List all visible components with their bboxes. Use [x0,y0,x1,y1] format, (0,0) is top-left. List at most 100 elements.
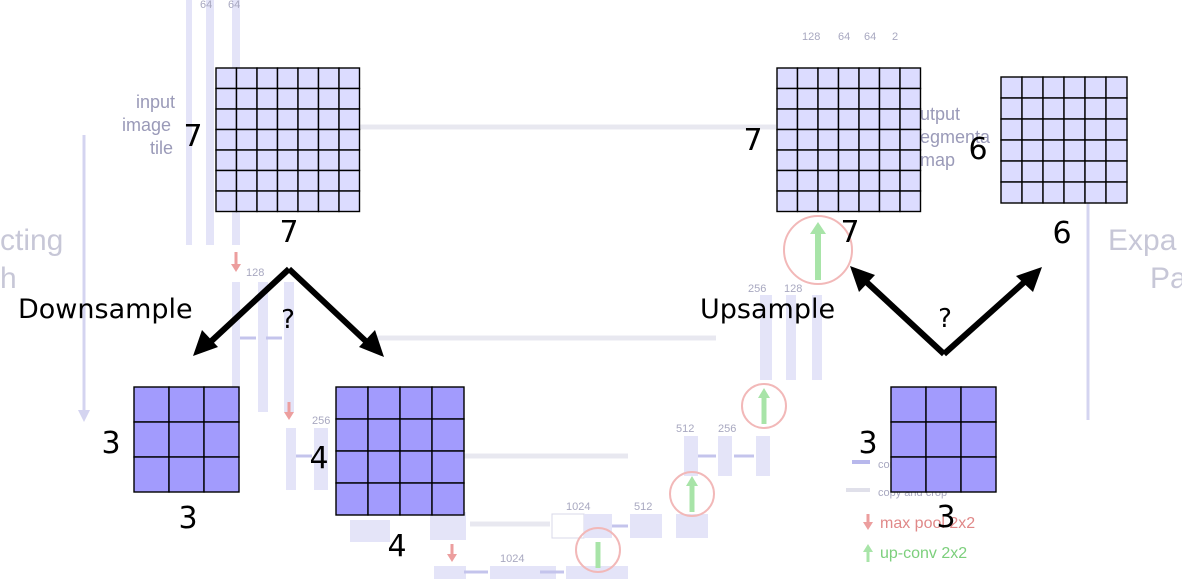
fmap-256-up [756,436,770,476]
grid-cell [878,67,901,90]
grid-cell [858,149,881,172]
grid-4-down-row-label: 4 [309,441,328,476]
grid-cell [878,149,901,172]
grid-cell [776,108,799,131]
grid-cell [1063,160,1086,183]
fmap-256-up4 [812,295,822,380]
grid-cell [276,149,299,172]
grid-cell [367,450,401,484]
grid-cell [776,149,799,172]
grid-cell [335,418,369,452]
upconv-circle-3 [669,471,715,517]
fmap-up-2 [584,514,612,538]
grid-cell [338,67,361,90]
grid-cell [1063,139,1086,162]
grid-6-right-row-label: 6 [968,132,987,167]
upconv-circle-4 [575,527,621,573]
grid-cell [317,67,340,90]
grid-cell [399,482,433,516]
grid-cell [1042,76,1065,99]
grid-cell [858,108,881,131]
grid-cell [256,108,279,131]
grid-cell [297,128,320,151]
ch-256: 256 [312,415,330,427]
fmap-256-up3 [786,295,796,380]
grid-cell [215,169,238,192]
grid-cell [878,128,901,151]
grid-cell [256,169,279,192]
grid-3-up-row-label: 3 [858,426,877,461]
grid-cell [890,386,927,423]
grid-cell [817,169,840,192]
grid-cell [899,149,922,172]
grid-cell [776,67,799,90]
grid-cell [297,149,320,172]
input-image-line2: image [122,115,171,135]
grid-cell [276,190,299,213]
input-image-line1: input [136,92,175,112]
grid-cell [215,128,238,151]
upsample-arrows [850,266,1042,357]
grid-cell [1042,97,1065,120]
ch-1024b: 1024 [500,553,524,565]
grid-cell [215,87,238,110]
contracting-path-line1: cting [0,224,63,257]
fmap-input [186,0,192,245]
grid-cell [297,108,320,131]
grid-cell [297,67,320,90]
grid-cell [776,190,799,213]
grid-3-down [133,386,240,493]
grid-cell [297,87,320,110]
upconv-circle-1 [783,215,853,285]
fmap-256a [286,428,296,490]
ch-64a: 64 [200,0,212,11]
grid-cell [925,421,962,458]
grid-cell [1084,181,1107,204]
out-64a: 64 [838,31,850,43]
grid-cell [858,67,881,90]
grid-cell [796,169,819,192]
grid-cell [796,108,819,131]
grid-cell [335,386,369,420]
grid-cell [796,128,819,151]
grid-cell [276,87,299,110]
grid-cell [1000,160,1023,183]
grid-cell [817,67,840,90]
grid-cell [297,190,320,213]
grid-cell [858,190,881,213]
output-segmentation-line3: map [920,150,955,170]
grid-cell [796,87,819,110]
grid-cell [1042,181,1065,204]
downsample-arrowhead-left [193,330,218,356]
grid-cell [256,67,279,90]
grid-cell [317,108,340,131]
grid-cell [796,149,819,172]
grid-cell [878,87,901,110]
grid-cell [215,149,238,172]
grid-cell [276,128,299,151]
grid-cell [215,67,238,90]
downsample-label: Downsample [18,294,193,325]
grid-cell [1063,181,1086,204]
grid-cell [1000,97,1023,120]
grid-cell [335,450,369,484]
grid-7-left-col-label: 7 [279,215,298,250]
grid-cell [858,169,881,192]
grid-cell [203,421,240,458]
grid-cell [399,386,433,420]
grid-cell [899,128,922,151]
output-segmentation-line1: utput [920,104,960,124]
fmap-1024a [434,566,466,579]
grid-cell [168,456,205,493]
grid-cell [925,386,962,423]
grid-cell [837,169,860,192]
grid-cell [215,190,238,213]
grid-cell [878,108,901,131]
upsample-arrowhead-left [850,266,875,292]
grid-cell [899,67,922,90]
grid-cell [338,149,361,172]
grid-cell [1000,139,1023,162]
grid-cell [335,482,369,516]
grid-7-right [776,67,922,213]
grid-cell [399,450,433,484]
